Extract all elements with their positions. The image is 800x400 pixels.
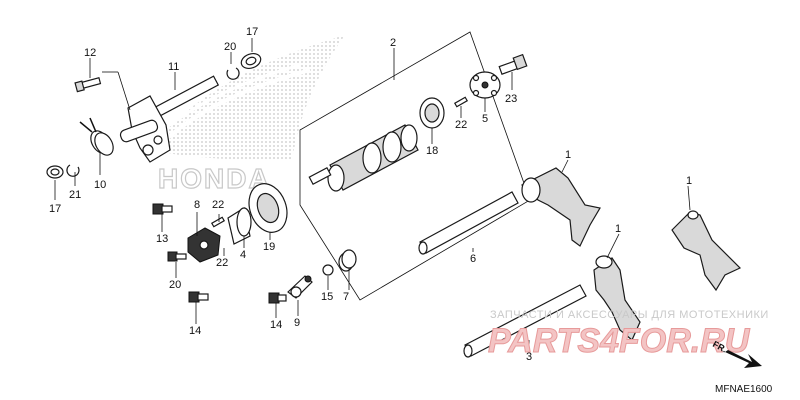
gearshift-spindle — [119, 75, 220, 163]
part-label-19: 19 — [263, 241, 275, 253]
dowel-pin-22-top — [453, 96, 469, 108]
bolt-15 — [268, 292, 287, 304]
part-label-4: 4 — [240, 249, 246, 261]
part-label-13: 12 — [84, 47, 96, 59]
shift-drum — [308, 124, 419, 192]
bolt-14-bottom — [188, 291, 209, 303]
return-spring — [79, 117, 114, 156]
bolt-21 — [167, 251, 187, 262]
part-label-17-top: 17 — [246, 26, 258, 38]
honda-wing-watermark: HONDA — [150, 35, 345, 195]
spring-10 — [338, 249, 357, 272]
part-label-12: 10 — [94, 179, 106, 191]
shift-fork-2 — [520, 167, 601, 247]
part-label-23: 23 — [505, 93, 517, 105]
diagram-code: MFNAE1600 — [715, 384, 773, 395]
bolt-14-top — [152, 203, 173, 215]
washer-16 — [322, 264, 334, 276]
part-label-20-left: 21 — [69, 189, 81, 201]
part-label-9: 9 — [294, 317, 300, 329]
bolt-13 — [74, 77, 102, 93]
part-label-15: 14 — [270, 319, 282, 331]
circlip-20-left — [66, 164, 80, 177]
fork-shaft-7 — [418, 191, 519, 255]
drum-center — [469, 71, 501, 99]
part-label-22-low: 22 — [216, 257, 228, 269]
part-label-14-bottom: 14 — [189, 325, 201, 337]
part-label-2: 1 — [565, 149, 571, 161]
part-label-6: 3 — [526, 351, 532, 363]
bearing-19 — [248, 183, 288, 233]
part-label-11: 11 — [168, 61, 179, 73]
stopper-arm-9 — [287, 275, 313, 299]
part-label-21: 20 — [169, 279, 181, 291]
circlip-20-top — [226, 67, 240, 80]
shift-fork-1-right — [671, 210, 742, 292]
washer-17-top-hole — [245, 56, 257, 66]
part-labels: 12 11 10 17 21 20 17 2 23 5 22 18 19 4 8… — [49, 26, 692, 363]
part-label-14-top: 13 — [156, 233, 168, 245]
part-label-1-middle: 1 — [615, 223, 621, 235]
shift-fork-1-middle — [593, 255, 641, 341]
site-watermark: ЗАПЧАСТИ И АКСЕССУАРЫ ДЛЯ МОТОТЕХНИКИ PA… — [488, 309, 769, 361]
part-label-20-top: 20 — [224, 41, 236, 53]
fork-shaft-6 — [463, 284, 587, 358]
leader-lines — [54, 38, 691, 350]
part-label-22-top: 22 — [455, 119, 467, 131]
part-label-8: 8 — [194, 199, 200, 211]
front-arrow-icon — [725, 350, 762, 368]
part-label-18: 18 — [426, 145, 438, 157]
part-label-16: 15 — [321, 291, 333, 303]
part-label-3: 2 — [390, 37, 396, 49]
stopper-arm-8 — [187, 227, 221, 263]
part-label-22-mid: 22 — [212, 199, 224, 211]
part-label-1-right: 1 — [686, 175, 692, 187]
collar-4 — [227, 207, 252, 245]
bearing-18 — [419, 97, 445, 129]
part-label-7: 6 — [470, 253, 476, 265]
dowel-pin-22-mid — [210, 216, 226, 228]
watermark-caption: ЗАПЧАСТИ И АКСЕССУАРЫ ДЛЯ МОТОТЕХНИКИ — [490, 309, 769, 321]
part-label-10: 7 — [343, 291, 349, 303]
drum-group-box — [299, 31, 531, 301]
honda-wordmark: HONDA — [158, 163, 271, 194]
bolt-23 — [498, 53, 528, 75]
part-label-5: 5 — [482, 113, 488, 125]
watermark-logo: PARTS4FOR.RU — [488, 322, 751, 360]
part-label-17-left: 17 — [49, 203, 61, 215]
washer-17-left-hole — [50, 168, 60, 176]
